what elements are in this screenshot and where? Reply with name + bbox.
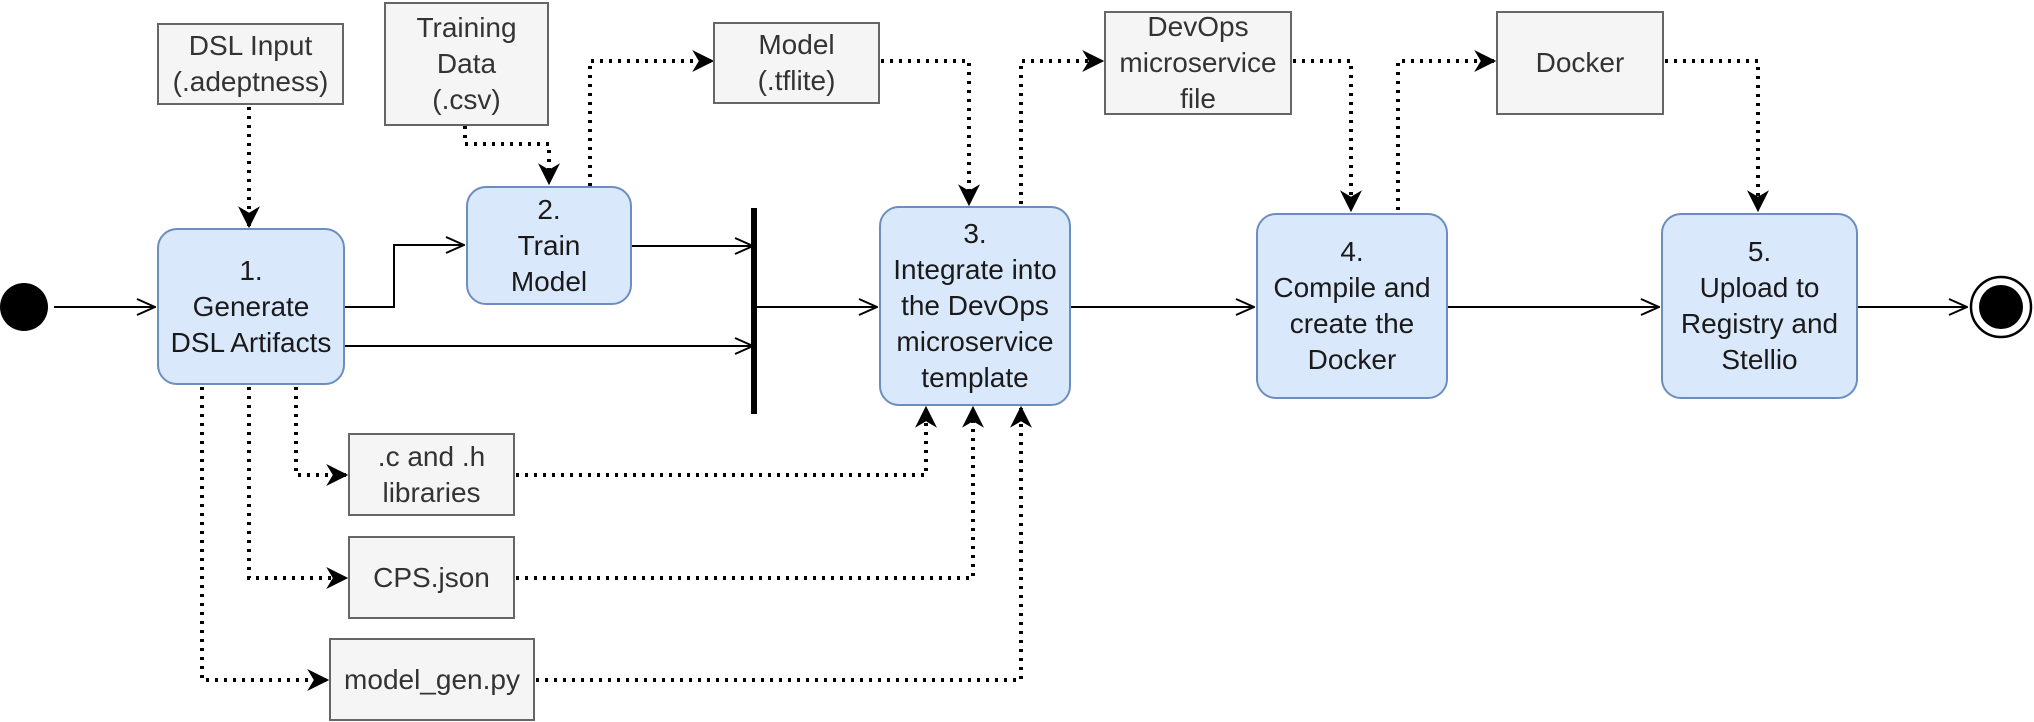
objflow-trainingdata-to-train	[463, 126, 560, 186]
artifact-cps-json: CPS.json	[348, 536, 515, 619]
artifact-model-gen-py: model_gen.py	[329, 638, 535, 721]
artifact-label-line: DevOps	[1147, 11, 1249, 42]
objflow-generate-to-modelgen	[200, 387, 330, 691]
artifact-label-line: Data	[436, 48, 497, 79]
artifact-model-tflite: Model (.tflite)	[713, 22, 880, 104]
objflow-train-to-model	[588, 50, 715, 186]
action-label-line: Stellio	[1721, 344, 1798, 375]
artifact-label-line: model_gen.py	[344, 663, 520, 695]
artifact-dsl-input: DSL Input (.adeptness)	[157, 23, 344, 105]
artifact-training-data: Training Data (.csv)	[384, 2, 549, 126]
action-label-line: microservice	[896, 326, 1054, 357]
objflow-compile-to-docker	[1396, 50, 1497, 210]
artifact-label-line: CPS.json	[373, 561, 490, 593]
action-integrate-template: 3. Integrate into the DevOps microservic…	[879, 206, 1071, 406]
action-label-line: the DevOps	[901, 290, 1049, 321]
objflow-generate-to-libraries	[294, 387, 349, 486]
objflow-integrate-to-devopsfile	[1019, 50, 1105, 204]
action-number: 1.	[239, 254, 263, 286]
objflow-modelgen-to-integrate	[536, 405, 1032, 682]
action-compile-docker: 4. Compile and create the Docker	[1256, 213, 1448, 399]
final-node-core	[1979, 285, 2023, 329]
action-upload-registry: 5. Upload to Registry and Stellio	[1661, 213, 1858, 399]
artifact-label-line: (.adeptness)	[172, 66, 329, 97]
action-number: 2.	[537, 193, 561, 225]
action-label-line: create the	[1289, 308, 1415, 339]
action-generate-dsl-artifacts: 1. Generate DSL Artifacts	[157, 228, 345, 385]
objflow-generate-to-cpsjson	[247, 387, 349, 589]
artifact-label-line: microservice	[1119, 47, 1277, 78]
action-label-line: Model	[510, 265, 588, 297]
artifact-c-h-libraries: .c and .h libraries	[348, 433, 515, 516]
action-label-line: template	[921, 362, 1029, 393]
artifact-label-line: Model	[758, 29, 835, 60]
objflow-model-to-integrate	[881, 59, 980, 207]
action-label-line: Docker	[1307, 344, 1397, 375]
flow-generate-to-train	[345, 245, 464, 308]
artifact-label-line: Training	[416, 12, 517, 43]
action-label-line: DSL Artifacts	[170, 326, 332, 358]
artifact-docker: Docker	[1496, 11, 1664, 115]
objflow-cpsjson-to-integrate	[516, 405, 984, 580]
objflow-devopsfile-to-compile	[1293, 59, 1362, 213]
artifact-devops-microservice-file: DevOps microservice file	[1104, 11, 1292, 115]
action-label-line: Integrate into	[893, 254, 1057, 285]
artifact-label-line: file	[1180, 83, 1216, 114]
artifact-label-line: Docker	[1535, 47, 1625, 78]
artifact-label-line: DSL Input	[188, 30, 313, 61]
action-label-line: Compile and	[1273, 272, 1431, 303]
action-number: 4.	[1340, 236, 1364, 267]
objflow-docker-to-upload	[1665, 59, 1769, 213]
action-label-line: Registry and	[1680, 308, 1839, 339]
artifact-label-line: (.csv)	[432, 84, 501, 115]
action-label-line: Train	[517, 229, 581, 261]
objflow-libraries-to-integrate	[516, 405, 937, 477]
action-number: 5.	[1747, 236, 1772, 267]
initial-node	[0, 283, 48, 331]
action-label-line: Generate	[192, 290, 310, 322]
artifact-label-line: .c and .h	[377, 440, 486, 472]
artifact-label-line: libraries	[382, 476, 481, 508]
join-bar	[751, 208, 757, 414]
action-train-model: 2. Train Model	[466, 186, 632, 305]
action-number: 3.	[963, 218, 987, 249]
action-label-line: Upload to	[1699, 272, 1820, 303]
artifact-label-line: (.tflite)	[757, 65, 836, 96]
